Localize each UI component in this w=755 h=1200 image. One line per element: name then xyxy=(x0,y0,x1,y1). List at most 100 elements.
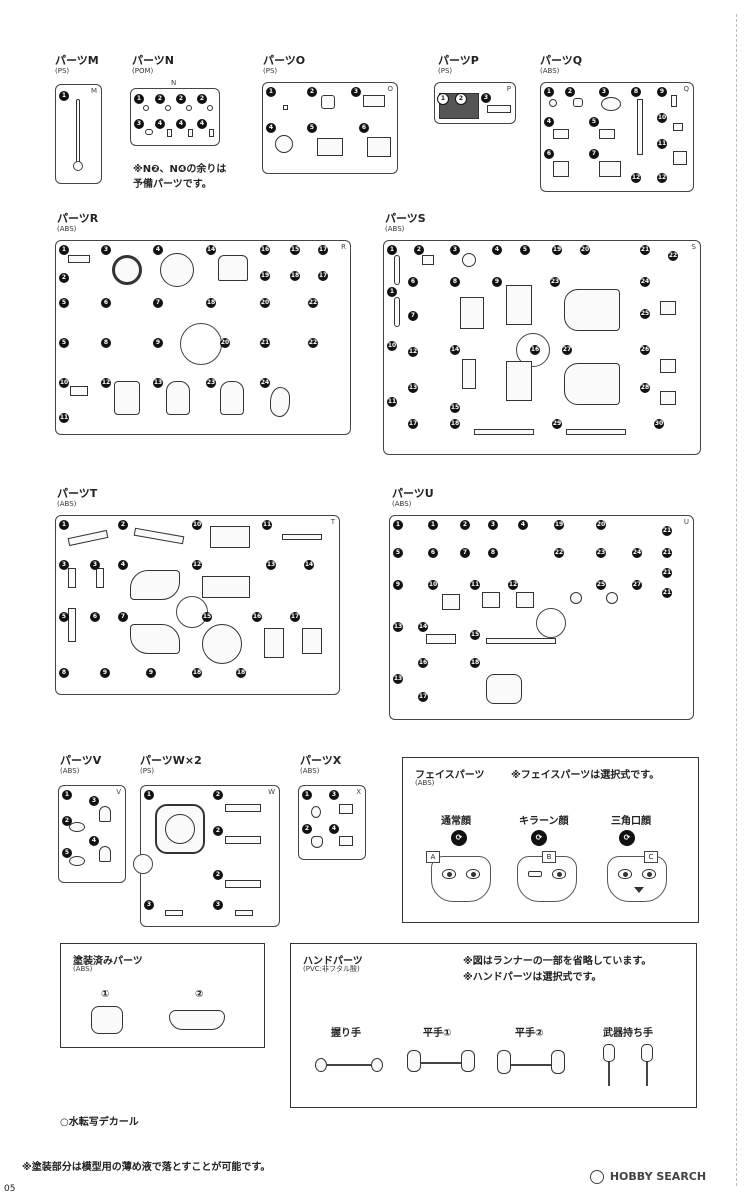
part-number: 22 xyxy=(554,548,564,558)
runner-tag: Q xyxy=(683,85,689,93)
part-number: 5 xyxy=(307,123,317,133)
part-joint xyxy=(482,592,500,608)
runner-x-group: パーツX (ABS) xyxy=(300,755,341,776)
part-number: 30 xyxy=(654,419,664,429)
part-number: 3 xyxy=(134,119,144,129)
part-armor xyxy=(130,570,180,600)
part-number: 13 xyxy=(153,378,163,388)
part-pin xyxy=(186,105,192,111)
part-number: 27 xyxy=(562,345,572,355)
part-ring xyxy=(69,856,85,866)
part-number: 9 xyxy=(146,668,156,678)
face-parts-material: (ABS) xyxy=(415,779,435,787)
runner-q-group: パーツQ (ABS) xyxy=(540,55,582,76)
n-spare-note-2: 予備パーツです。 xyxy=(133,179,212,190)
face-letter: C xyxy=(644,851,658,863)
part-number: 11 xyxy=(470,580,480,590)
part-shell xyxy=(99,806,111,822)
part-peg xyxy=(671,95,677,107)
part-number: 25 xyxy=(596,580,606,590)
runner-material: (ABS) xyxy=(300,767,320,775)
part-number: 26 xyxy=(640,345,650,355)
runner-material: (ABS) xyxy=(57,500,77,508)
part-joint xyxy=(339,836,353,846)
part-number: 10 xyxy=(387,341,397,351)
part-number: 25 xyxy=(640,309,650,319)
paint-removal-note: ※塗装部分は模型用の薄め液で落とすことが可能です。 xyxy=(22,1162,271,1173)
part-bar xyxy=(566,429,626,435)
part-grille xyxy=(302,628,322,654)
part-block xyxy=(599,161,621,177)
part-number: 21 xyxy=(260,338,270,348)
eye-icon xyxy=(642,869,656,879)
part-block xyxy=(210,526,250,548)
runner-title: パーツP xyxy=(438,54,479,67)
part-number: 6 xyxy=(544,149,554,159)
part-number: 17 xyxy=(408,419,418,429)
part-gate xyxy=(73,161,83,171)
part-grip xyxy=(486,674,522,704)
face-label-normal: 通常顔 xyxy=(441,816,471,827)
part-pin xyxy=(167,129,172,137)
runner-material: (PS) xyxy=(140,767,155,775)
runner-t-group: パーツT (ABS) xyxy=(57,488,97,509)
runner-title: パーツX xyxy=(300,754,342,767)
part-block xyxy=(422,255,434,265)
part-number: 16 xyxy=(530,345,540,355)
part-number: 1 xyxy=(387,287,397,297)
part-joint xyxy=(339,804,353,814)
eye-icon xyxy=(466,869,480,879)
part-pin xyxy=(145,129,153,135)
part-number: 20 xyxy=(596,520,606,530)
runner-tag: W xyxy=(268,788,275,796)
part-block xyxy=(317,138,343,156)
hand-parts-title: ハンドパーツ xyxy=(303,956,363,967)
runner-title: パーツR xyxy=(57,212,99,225)
part-number: 14 xyxy=(206,245,216,255)
eye-icon xyxy=(552,869,566,879)
part-number: 4 xyxy=(89,836,99,846)
runner-tag: T xyxy=(330,518,335,526)
part-rod xyxy=(68,608,76,642)
part-number: 2 xyxy=(118,520,128,530)
painted-part-2-label: ② xyxy=(195,989,204,1000)
part-number: 18 xyxy=(236,668,246,678)
part-number: 12 xyxy=(631,173,641,183)
part-number: 2 xyxy=(455,93,467,105)
face-swap-icon: ⟳ xyxy=(531,830,547,846)
face-letter: A xyxy=(426,851,440,863)
part-number: 3 xyxy=(59,560,69,570)
hand-parts-note-2: ※ハンドパーツは選択式です。 xyxy=(463,972,602,983)
part-rod xyxy=(394,297,400,327)
part-frame xyxy=(264,628,284,658)
runner-material: (PS) xyxy=(438,67,453,75)
instruction-sheet xyxy=(22,14,737,1186)
part-peg xyxy=(165,910,183,916)
part-number: 18 xyxy=(192,668,202,678)
part-arm xyxy=(133,527,185,545)
hand-label-fist: 握り手 xyxy=(331,1028,361,1039)
part-number: 15 xyxy=(470,630,480,640)
part-small xyxy=(283,105,288,110)
runner-material: (ABS) xyxy=(385,225,405,233)
runner-tag: N xyxy=(171,79,177,87)
part-ring xyxy=(165,814,195,844)
part-pin xyxy=(207,105,213,111)
runner-tag: R xyxy=(341,243,346,251)
part-disc xyxy=(275,135,293,153)
part-number: 24 xyxy=(632,548,642,558)
part-number: 13 xyxy=(393,622,403,632)
part-number: 2 xyxy=(62,816,72,826)
part-bar xyxy=(474,429,534,435)
part-block xyxy=(363,95,385,107)
part-number: 21 xyxy=(662,526,672,536)
n-spare-note-1: ※N❷、N❹の余りは xyxy=(133,164,227,175)
part-joint xyxy=(321,95,335,109)
painted-parts-title: 塗装済みパーツ xyxy=(73,956,143,967)
part-number: 16 xyxy=(260,245,270,255)
hand-parts-box: ハンドパーツ (PVC:非フタル酸) ※図はランナーの一部を省略しています。 ※… xyxy=(290,943,697,1108)
face-parts-note: ※フェイスパーツは選択式です。 xyxy=(511,770,660,781)
part-number: 1 xyxy=(544,87,554,97)
runner-tag: P xyxy=(506,85,511,93)
part-number: 23 xyxy=(206,378,216,388)
